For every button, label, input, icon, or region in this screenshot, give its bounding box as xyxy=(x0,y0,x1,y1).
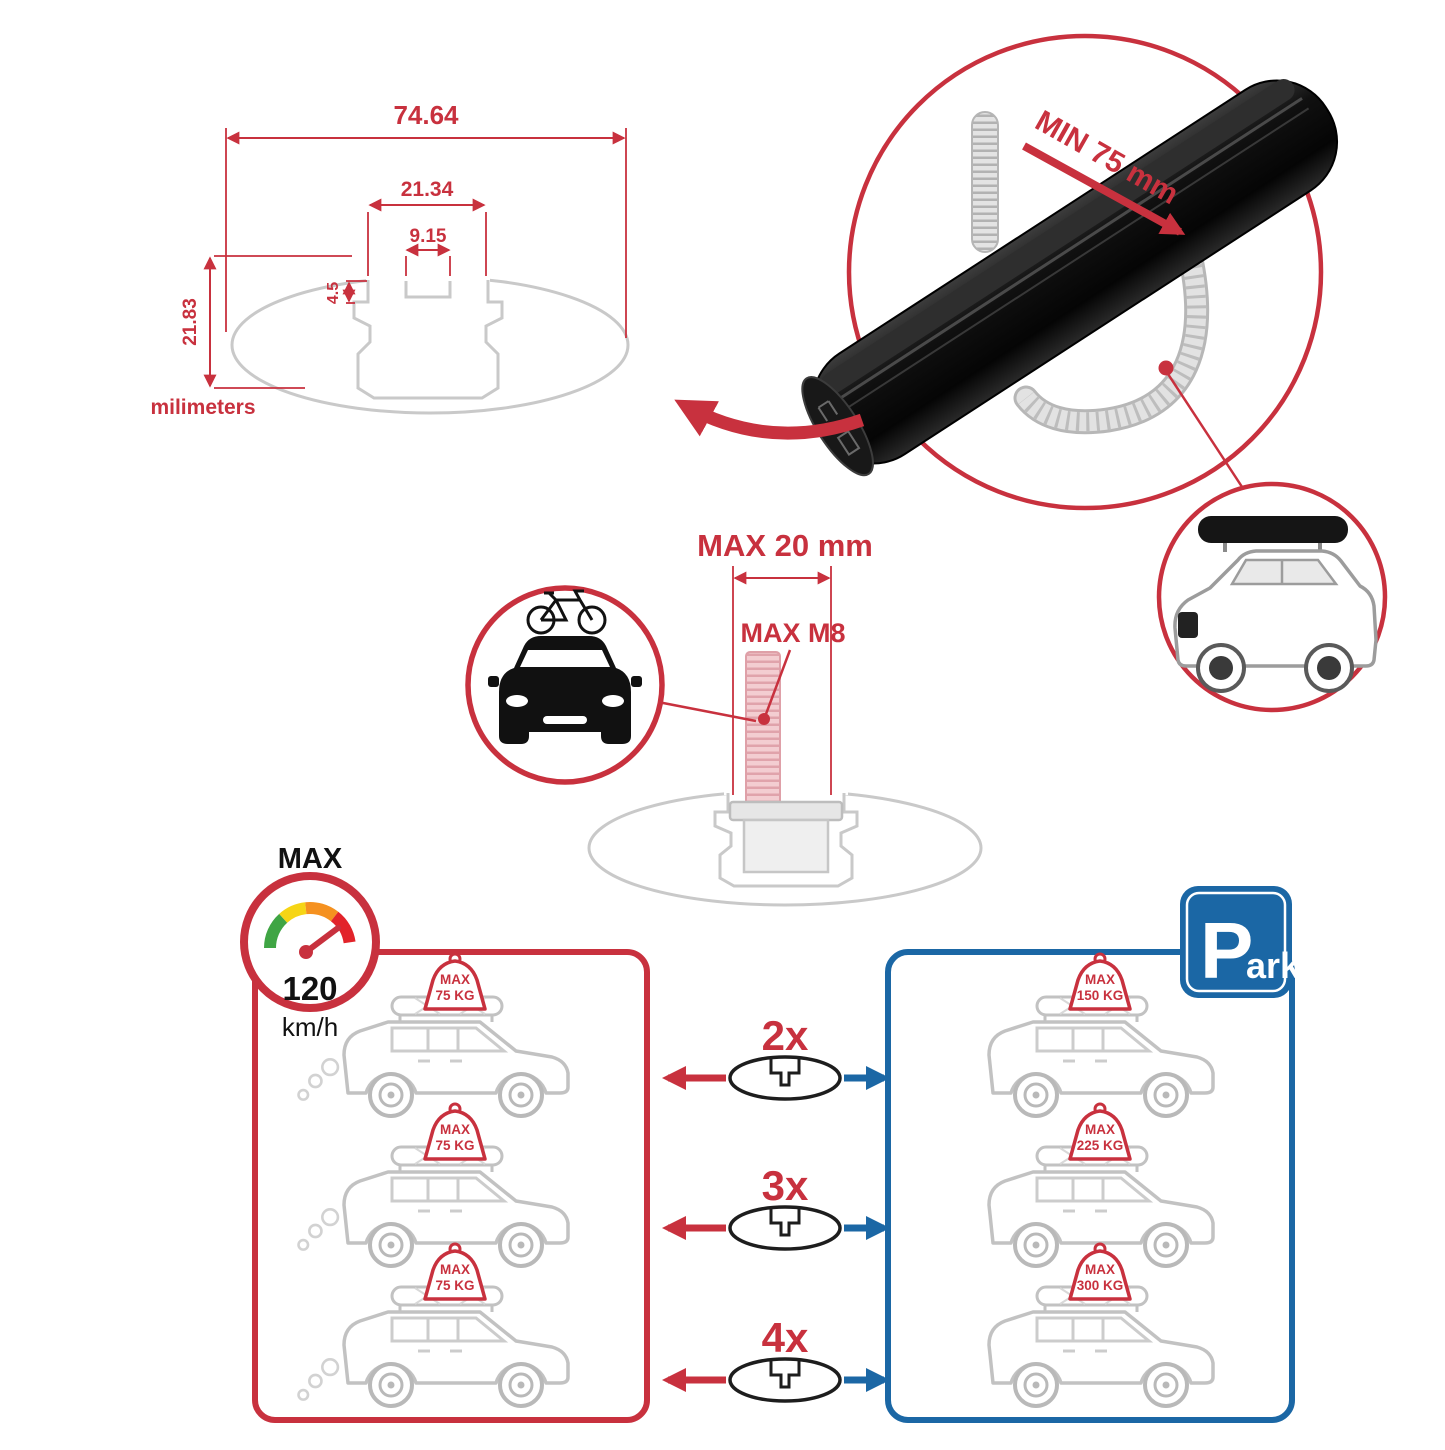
bolt-diagram: MAX 20 mm MAX M8 xyxy=(587,528,983,907)
units-label: milimeters xyxy=(150,396,255,419)
t-nut-flange xyxy=(728,800,844,822)
clamp-point-dot xyxy=(1158,360,1174,376)
windshield xyxy=(520,650,610,667)
load-max-label: MAX xyxy=(1085,1262,1115,1277)
t-nut-body xyxy=(742,818,830,874)
bar-count-row: 3x xyxy=(662,1162,890,1251)
cross-section-diagram: 74.64 21.34 9.15 4.5 21.83 milimeters xyxy=(150,100,630,419)
parked-panel-content: MAX 150 KG MAX 225 KG MAX 300 KG xyxy=(987,952,1215,1408)
load-badge: MAX 150 KG xyxy=(1068,952,1132,1011)
car-front-icon xyxy=(488,636,642,744)
load-weight-value: 75 KG xyxy=(435,1278,474,1293)
load-max-label: MAX xyxy=(440,1122,470,1137)
park-rest: ark xyxy=(1246,945,1301,986)
circle-connector-line xyxy=(1166,373,1250,497)
load-weight-value: 75 KG xyxy=(435,1138,474,1153)
dim-slot-inner-width: 9.15 xyxy=(405,226,451,276)
dim-bolt-length xyxy=(732,566,832,795)
suv-roofbox-circle xyxy=(1156,481,1388,713)
zoom-arrow xyxy=(674,399,865,440)
dim-slot-outer-width: 21.34 xyxy=(367,178,487,276)
suv-grille xyxy=(1178,612,1198,638)
t-slot-opening xyxy=(404,281,452,299)
thread-point-dot xyxy=(758,713,770,725)
bolt-thread-shaft xyxy=(745,651,781,809)
crossbar-section-icon xyxy=(728,1357,842,1403)
park-letter: P xyxy=(1200,906,1253,995)
dim-total-height-value: 21.83 xyxy=(180,298,201,346)
bicycle-icon xyxy=(526,589,607,635)
speed-value: 120 xyxy=(282,970,337,1007)
load-badge: MAX 300 KG xyxy=(1068,1242,1132,1301)
bumper-grille xyxy=(543,716,587,724)
load-max-label: MAX xyxy=(440,972,470,987)
load-weight-value: 300 KG xyxy=(1077,1278,1124,1293)
load-weight-value: 75 KG xyxy=(435,988,474,1003)
u-bolt-curve xyxy=(1013,233,1210,435)
multiplier-label: 2x xyxy=(762,1012,809,1059)
load-weight-value: 150 KG xyxy=(1077,988,1124,1003)
bolt-max-length-label: MAX 20 mm xyxy=(697,528,873,563)
load-max-label: MAX xyxy=(1085,1122,1115,1137)
suv-windows xyxy=(1229,558,1339,586)
load-badge: MAX 75 KG xyxy=(423,1242,487,1301)
dim-slot-inner-value: 9.15 xyxy=(410,226,447,247)
speed-unit: km/h xyxy=(282,1012,338,1042)
crossbar-section-icon xyxy=(728,1055,842,1101)
bar-count-row: 4x xyxy=(662,1314,890,1403)
load-badge: MAX 75 KG xyxy=(423,1102,487,1161)
dim-slot-lip-depth: 4.5 xyxy=(325,280,367,304)
multiplier-label: 3x xyxy=(762,1162,809,1209)
park-sign-plate xyxy=(1180,886,1292,998)
headlight-right xyxy=(602,695,624,707)
speed-max-label: MAX xyxy=(278,843,343,875)
t-slot-profile xyxy=(352,280,504,400)
speed-gauge-arcs xyxy=(264,902,356,949)
u-bolt-rod xyxy=(971,111,999,253)
roof-box xyxy=(1198,516,1348,543)
load-badge: MAX 225 KG xyxy=(1068,1102,1132,1161)
suv-roofbox-illustration xyxy=(1173,516,1378,693)
bar-count-row: 2x xyxy=(662,1012,890,1101)
park-sign: P ark xyxy=(1180,886,1301,998)
headlight-left xyxy=(506,695,528,707)
min-clearance-arrow xyxy=(1022,142,1186,236)
dim-total-width: 74.64 xyxy=(225,100,627,338)
t-slot-profile-2 xyxy=(713,793,859,888)
bar-count-column: 2x 3x 4x xyxy=(662,1012,890,1403)
thread-leader-line xyxy=(764,649,792,715)
load-max-label: MAX xyxy=(440,1262,470,1277)
speed-limit-badge: MAX 120 km/h xyxy=(240,843,380,1042)
load-max-label: MAX xyxy=(1085,972,1115,987)
load-badge: MAX 75 KG xyxy=(423,952,487,1011)
speedometer-icon xyxy=(240,872,380,1012)
dim-total-width-value: 74.64 xyxy=(393,100,459,130)
multiplier-label: 4x xyxy=(762,1314,809,1361)
bar-detail-circle: MIN 75 mm xyxy=(801,33,1339,511)
load-weight-value: 225 KG xyxy=(1077,1138,1124,1153)
dim-slot-outer-value: 21.34 xyxy=(401,178,454,201)
car-circle-connector xyxy=(657,700,757,723)
dim-lip-depth-value: 4.5 xyxy=(325,282,342,304)
car-front-bike-circle xyxy=(465,585,665,785)
driving-panel-content: MAX 75 KG MAX 75 KG MAX 75 KG xyxy=(297,952,570,1408)
dim-total-height: 21.83 xyxy=(180,255,352,389)
crossbar-section-icon xyxy=(728,1205,842,1251)
bolt-max-thread-label: MAX M8 xyxy=(740,618,845,648)
